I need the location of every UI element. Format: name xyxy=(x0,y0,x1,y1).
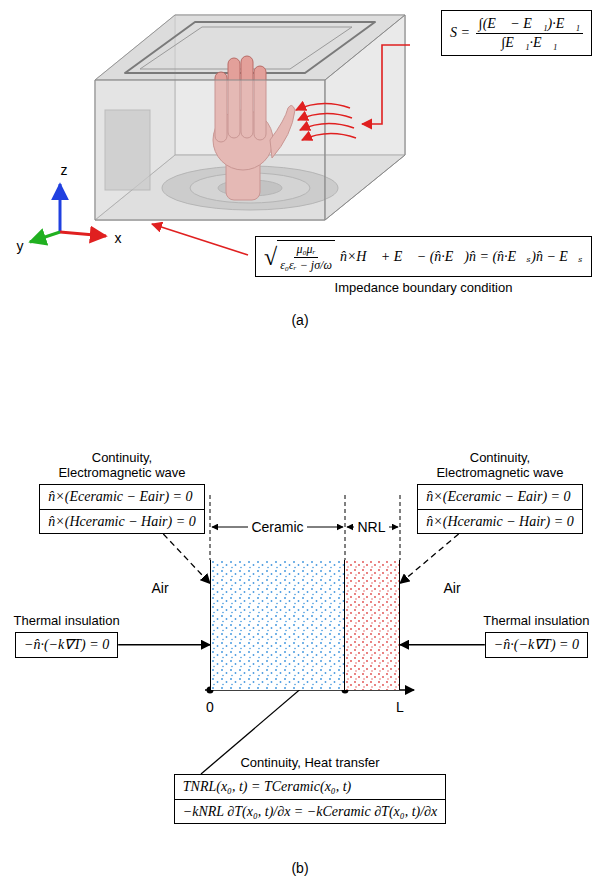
equation: n̂×(Hceramic − Hair) = 0 xyxy=(40,509,203,534)
layer-name: NRL xyxy=(354,519,388,536)
dimension-lines xyxy=(210,495,400,560)
region-label: Air xyxy=(443,580,460,597)
equation: −n̂·(−k∇T) = 0 xyxy=(16,633,117,657)
condition-title: Continuity, Electromagnetic wave xyxy=(425,450,575,481)
equation: −kNRL ∂T(x₀, t)/∂x = −kCeramic ∂T(x₀, t)… xyxy=(175,799,445,824)
pointer-arrow xyxy=(400,644,485,645)
axis-triad xyxy=(30,184,106,242)
layer-name: Ceramic xyxy=(248,519,306,536)
axis-label: z xyxy=(61,162,68,179)
equation-box: Thermal insulation−n̂·(−k∇T) = 0 xyxy=(485,632,588,658)
material-layer: NRL xyxy=(345,560,400,690)
region-label: Air xyxy=(151,580,168,597)
axis-tick: 0 xyxy=(206,699,214,716)
boundary-pointer xyxy=(163,534,210,583)
equation-box: Continuity, Heat transferTNRL(x₀, t) = T… xyxy=(174,774,446,824)
material-fill xyxy=(345,560,399,690)
equation-box: √μ₀μᵣε₀εᵣ − jσ/ωn̂×H⃗ + E⃗ − (n̂·E⃗)n̂ =… xyxy=(255,236,592,277)
condition-title: Thermal insulation xyxy=(13,613,119,629)
equation: TNRL(x₀, t) = TCeramic(x₀, t) xyxy=(175,775,445,799)
condition-title: Continuity, Heat transfer xyxy=(240,755,379,771)
cavity-box xyxy=(95,15,405,220)
equation-lhs: S = xyxy=(450,24,470,42)
denominator: ∫E⃗₁·E⃗₁ xyxy=(501,34,557,52)
condition-title: Impedance boundary condition xyxy=(335,280,513,296)
wave-arrows xyxy=(296,103,356,140)
equation-box: Continuity, Electromagnetic waven̂×(Ecer… xyxy=(39,484,204,534)
panel-label: (a) xyxy=(291,312,308,329)
equation-box: Continuity, Electromagnetic waven̂×(Ecer… xyxy=(417,484,582,534)
equation: n̂×H⃗ + E⃗ − (n̂·E⃗)n̂ = (n̂·E⃗ₛ)n̂ − E⃗… xyxy=(340,248,583,266)
equation: −n̂·(−k∇T) = 0 xyxy=(486,633,587,657)
pointer-arrow xyxy=(118,644,210,645)
condition-title: Thermal insulation xyxy=(483,613,589,629)
leader-line xyxy=(152,45,410,255)
equation: n̂×(Eceramic − Eair) = 0 xyxy=(418,485,581,509)
denominator: ε₀εᵣ − jσ/ω xyxy=(280,258,332,273)
axis-tick: L xyxy=(396,699,404,716)
axis-label: y xyxy=(17,238,24,255)
equation: n̂×(Eceramic − Eair) = 0 xyxy=(40,485,203,509)
material-layer: Ceramic xyxy=(210,560,345,690)
condition-title: Continuity, Electromagnetic wave xyxy=(47,450,197,481)
boundary-pointer xyxy=(400,534,459,583)
cavity-front xyxy=(95,15,405,220)
fraction: ∫(E⃗ − E⃗₁)·E⃗₁∫E⃗₁·E⃗₁ xyxy=(476,15,583,51)
panel-label: (b) xyxy=(291,860,308,877)
equation: n̂×(Hceramic − Hair) = 0 xyxy=(418,509,581,534)
axis-label: x xyxy=(115,230,122,247)
equation-box: S = ∫(E⃗ − E⃗₁)·E⃗₁∫E⃗₁·E⃗₁ xyxy=(441,10,592,56)
root-sign: √ xyxy=(264,242,277,272)
fraction: μ₀μᵣε₀εᵣ − jσ/ω xyxy=(277,240,335,273)
numerator: μ₀μᵣ xyxy=(294,242,317,258)
equation-box: Thermal insulation−n̂·(−k∇T) = 0 xyxy=(15,632,118,658)
numerator: ∫(E⃗ − E⃗₁)·E⃗₁ xyxy=(476,15,583,34)
material-fill xyxy=(211,560,344,690)
